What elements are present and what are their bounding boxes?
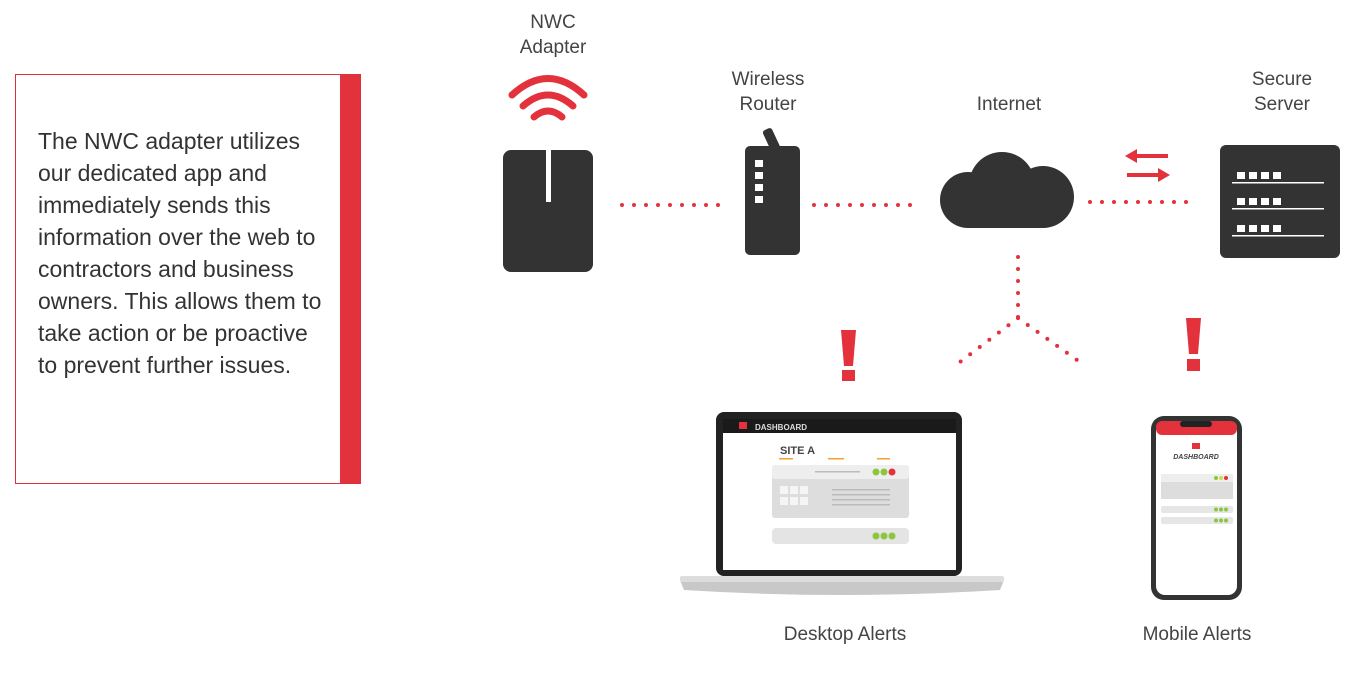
exchange-arrows-icon xyxy=(1125,149,1170,182)
accent-bar xyxy=(340,75,360,483)
mobile-alerts-label: Mobile Alerts xyxy=(1142,624,1252,645)
phone-dashboard-title: DASHBOARD xyxy=(1173,454,1219,461)
phone-icon: DASHBOARD xyxy=(1151,416,1242,600)
wifi-icon xyxy=(508,75,588,121)
router-label-2: Router xyxy=(739,94,797,115)
adapter-label-2: Adapter xyxy=(519,37,587,58)
laptop-dashboard-title: DASHBOARD xyxy=(755,423,807,432)
adapter-icon xyxy=(503,150,593,272)
description-text: The NWC adapter utilizes our dedicated a… xyxy=(38,128,322,378)
description-panel: The NWC adapter utilizes our dedicated a… xyxy=(15,74,361,484)
laptop-icon: DASHBOARD SITE A xyxy=(680,412,1004,595)
adapter-label-1: NWC xyxy=(530,12,576,33)
router-label-1: Wireless xyxy=(731,69,805,90)
desktop-alerts-label: Desktop Alerts xyxy=(783,624,907,645)
adapter-label: NWC Adapter xyxy=(520,10,587,60)
server-icon xyxy=(1220,145,1340,258)
laptop-site-title: SITE A xyxy=(780,445,815,457)
dotted-connections xyxy=(620,200,1200,367)
cloud-icon xyxy=(940,152,1074,228)
internet-label: Internet xyxy=(976,94,1042,115)
alert-exclamation-icon xyxy=(841,318,1201,381)
server-label-1: Secure xyxy=(1251,69,1313,90)
router-icon xyxy=(745,128,800,255)
server-label-2: Server xyxy=(1254,94,1310,115)
